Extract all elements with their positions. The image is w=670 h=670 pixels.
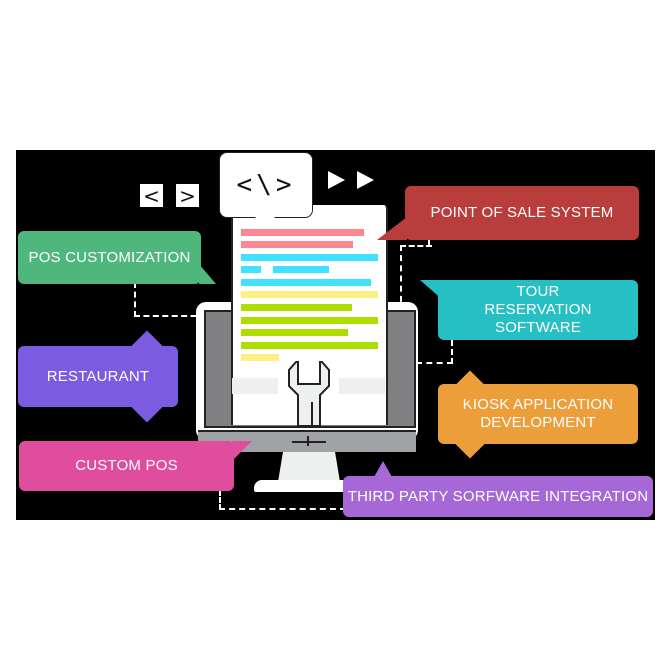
connector-tour: [416, 340, 453, 364]
code-line: [241, 304, 352, 311]
code-icon: <\>: [236, 170, 296, 200]
play-icon: [328, 171, 345, 189]
placeholder-block: [232, 378, 278, 394]
code-line: [241, 241, 353, 248]
chevron-left-icon: <: [143, 183, 160, 208]
code-line: [241, 254, 378, 261]
code-line: [241, 317, 378, 324]
code-document: [231, 205, 388, 426]
connector-point-of-sale: [400, 245, 432, 312]
code-line: [241, 279, 371, 286]
code-bubble: <\>: [219, 152, 313, 218]
play-icon: [357, 171, 374, 189]
label-text: KIOSK APPLICATION DEVELOPMENT: [462, 396, 614, 431]
connector-pos-customization: [134, 282, 206, 317]
label-text: RESTAURANT: [46, 367, 150, 385]
chevron-right-icon: >: [179, 183, 196, 208]
label-third-party-software-integration: THIRD PARTY SORFWARE INTEGRATION: [343, 476, 653, 517]
code-line: [241, 354, 279, 361]
monitor-button: [292, 441, 326, 443]
label-text: TOUR RESERVATION SOFTWARE: [484, 283, 592, 336]
label-text: CUSTOM POS: [75, 457, 178, 474]
wrench-icon: [288, 361, 330, 426]
label-text: POINT OF SALE SYSTEM: [430, 204, 614, 221]
label-point-of-sale-system: POINT OF SALE SYSTEM: [405, 186, 639, 240]
connector-point-of-sale-vert: [428, 235, 430, 247]
monitor-button-tick: [307, 436, 309, 446]
code-line: [273, 266, 329, 273]
monitor-stand: [278, 452, 340, 482]
illustration-canvas: <\> < > POS CUSTOMIZATION RESTAURANT CUS…: [16, 150, 655, 520]
prev-arrow-button[interactable]: <: [140, 183, 163, 208]
bubble-tail: [374, 461, 392, 477]
code-line: [241, 229, 364, 236]
label-custom-pos: CUSTOM POS: [19, 441, 234, 491]
code-line: [241, 329, 348, 336]
placeholder-block: [339, 378, 385, 394]
code-line: [241, 342, 378, 349]
code-bubble-tail: [253, 215, 277, 227]
bubble-tail: [199, 264, 216, 284]
label-tour-reservation-software: TOUR RESERVATION SOFTWARE: [438, 280, 638, 340]
code-line: [241, 291, 378, 298]
label-pos-customization: POS CUSTOMIZATION: [18, 231, 201, 284]
next-arrow-button[interactable]: >: [176, 183, 199, 208]
label-text: THIRD PARTY SORFWARE INTEGRATION: [347, 487, 649, 505]
monitor-base: [254, 480, 354, 492]
connector-custom-pos: [219, 490, 346, 510]
code-line: [241, 266, 261, 273]
label-text: POS CUSTOMIZATION: [28, 248, 191, 266]
bubble-tail: [232, 441, 252, 461]
